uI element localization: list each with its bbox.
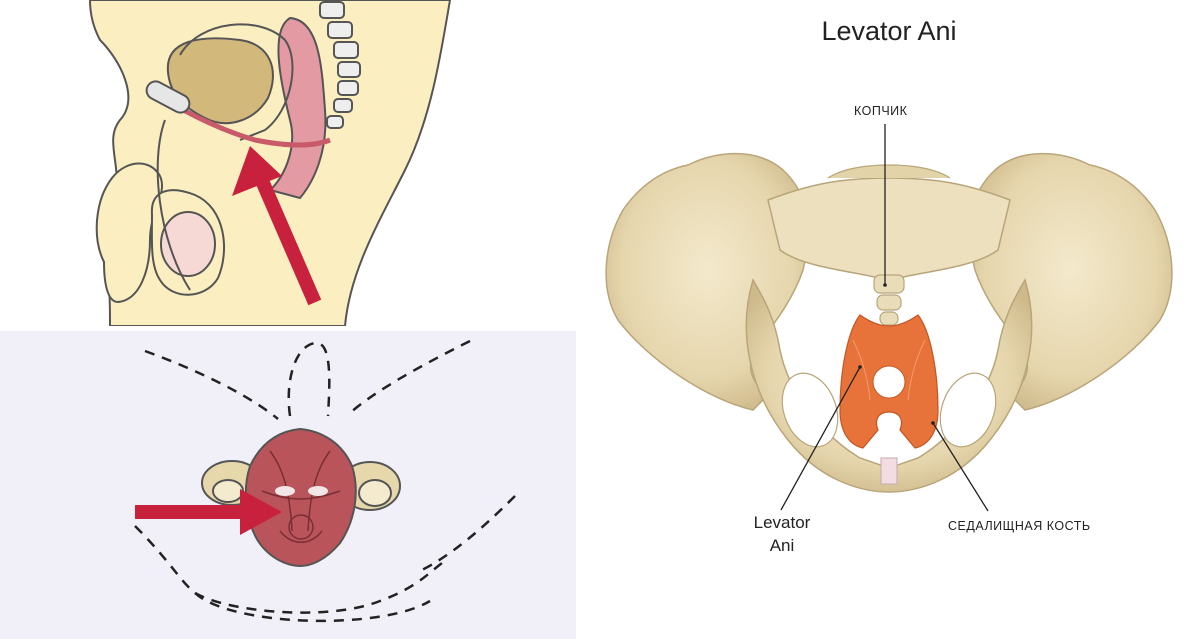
label-ischium: СЕДАЛИЩНАЯ КОСТЬ xyxy=(948,519,1091,533)
pelvic-floor-muscle xyxy=(244,427,357,568)
arrow-sagittal-icon xyxy=(232,146,322,306)
panel-divider xyxy=(0,326,578,331)
right-obturator-foramen xyxy=(939,372,997,448)
rectum xyxy=(267,16,327,200)
pelvis-illustration xyxy=(605,124,1173,512)
figure-title: Levator Ani xyxy=(821,16,957,46)
seminal-vesicle xyxy=(145,80,191,114)
perineum-illustration xyxy=(134,339,516,623)
muscle-hiatus xyxy=(872,365,906,399)
label-levator-line2: Ani xyxy=(769,536,795,555)
pelvis-panel: Levator Ani xyxy=(578,0,1200,639)
spine xyxy=(319,1,361,129)
pointer-lines xyxy=(780,124,989,512)
arrow-perineum-icon xyxy=(135,489,282,535)
sagittal-section-panel xyxy=(0,0,576,326)
pubic-symphysis xyxy=(880,457,898,485)
label-levator-line1: Levator xyxy=(753,513,811,532)
sacrum xyxy=(767,177,1011,281)
label-coccyx: КОПЧИК xyxy=(854,104,908,118)
perineum-panel xyxy=(0,331,576,639)
dashed-body-outline xyxy=(134,339,516,623)
bladder xyxy=(166,37,274,125)
left-obturator-foramen xyxy=(781,372,839,448)
pelvic-outline xyxy=(179,23,294,141)
label-levator-ani: Levator Ani xyxy=(742,511,822,557)
coccyx xyxy=(873,274,905,326)
sagittal-illustration xyxy=(88,0,452,326)
